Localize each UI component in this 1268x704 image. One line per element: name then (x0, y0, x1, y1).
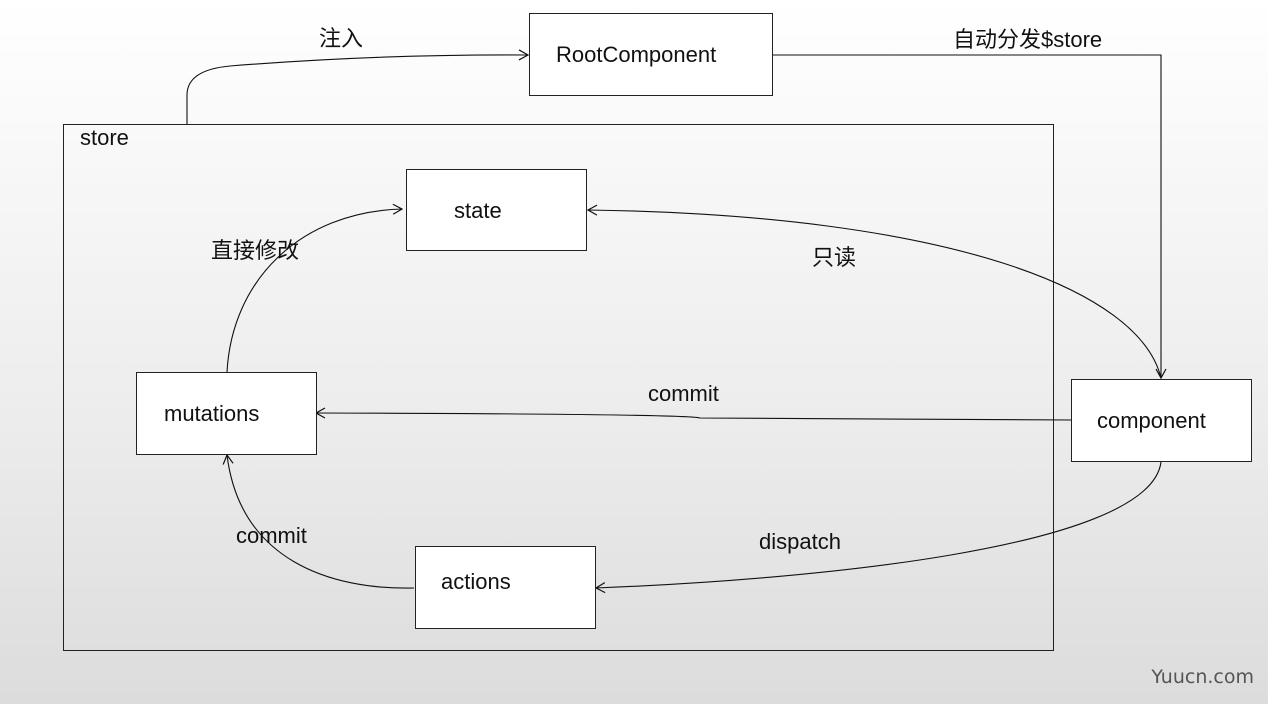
root-component-node: RootComponent (529, 13, 773, 96)
edge-commit-component (314, 407, 1072, 421)
component-label: component (1097, 408, 1206, 433)
direct-modify-label: 直接修改 (211, 238, 300, 263)
root-component-label: RootComponent (556, 42, 717, 67)
read-only-label: 只读 (812, 245, 857, 270)
auto-dispatch-label: 自动分发$store (953, 27, 1103, 52)
actions-label: actions (441, 569, 511, 594)
commit-actions-label: commit (236, 523, 307, 548)
watermark: Yuucn.com (1151, 666, 1254, 688)
state-label: state (454, 198, 502, 223)
commit-component-label: commit (648, 381, 719, 406)
mutations-node: mutations (136, 372, 317, 455)
dispatch-label: dispatch (759, 529, 841, 554)
edge-auto-dispatch (773, 54, 1167, 380)
edge-inject (186, 49, 530, 124)
edge-commit-actions (222, 453, 415, 589)
state-node: state (406, 169, 587, 251)
edge-direct-modify (226, 203, 404, 373)
inject-label: 注入 (319, 26, 364, 51)
component-node: component (1071, 379, 1252, 462)
store-container (63, 124, 1054, 651)
mutations-label: mutations (164, 401, 260, 426)
edge-dispatch (594, 461, 1162, 594)
store-label: store (80, 125, 129, 150)
edge-read-only (586, 204, 1162, 379)
actions-node: actions (415, 546, 596, 629)
